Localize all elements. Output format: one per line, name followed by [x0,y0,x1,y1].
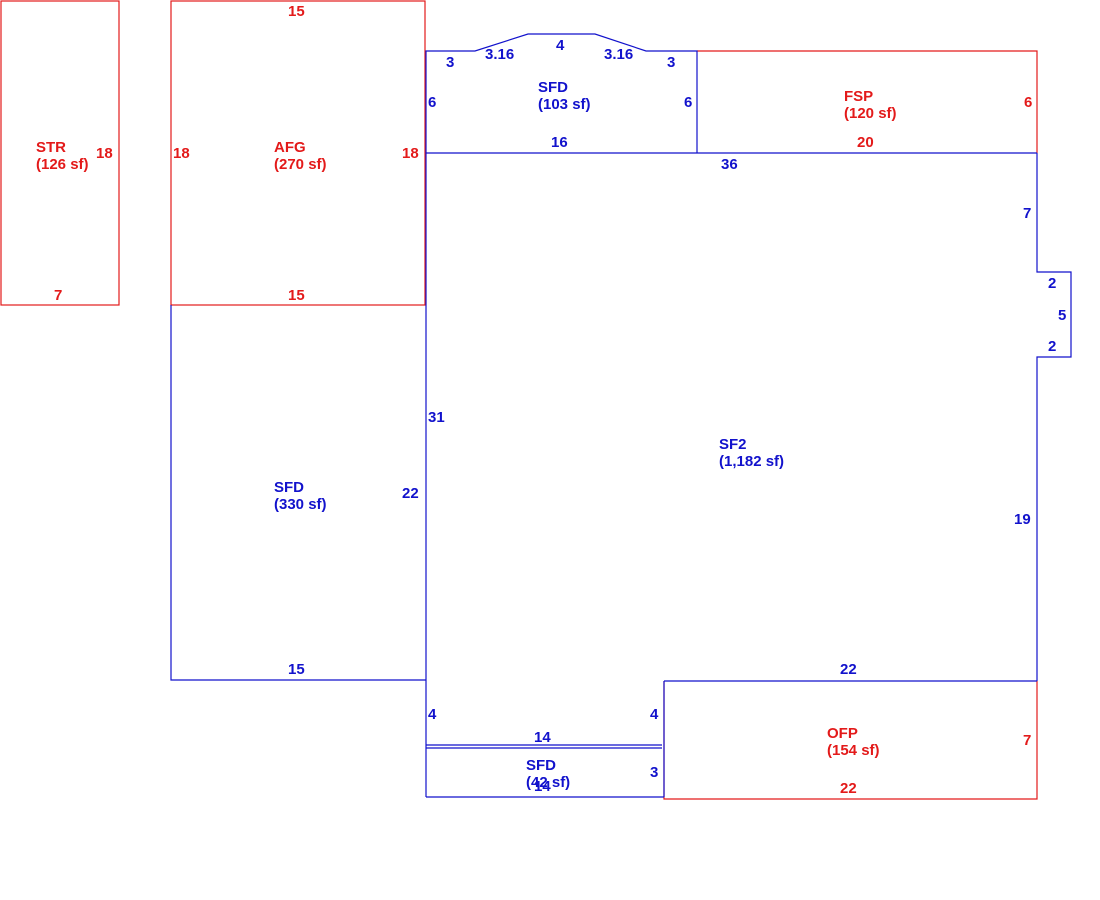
dim-sf2-left-lower: 4 [428,706,437,723]
dim-bump-bottom: 2 [1048,338,1056,355]
sfd-top-code: SFD [538,79,568,96]
dim-sf2-left: 31 [428,409,445,426]
fsp-outline [697,50,1038,153]
sfd-top-area: (103 sf) [538,96,591,113]
dim-sf2-right-upper: 7 [1023,205,1031,222]
dim-bump-top: 2 [1048,275,1056,292]
dim-sfd-top-right-side: 6 [684,94,692,111]
sf2-right-wall [1036,153,1072,681]
dim-sfd-top-right-slope: 3.16 [604,46,633,63]
dim-sf2-step: 4 [650,706,659,723]
dim-sfd-top-left-short: 3 [446,54,454,71]
dim-sfd-left-right: 22 [402,485,419,502]
fsp-code: FSP [844,88,873,105]
dim-str-right: 18 [96,145,113,162]
str-area: (126 sf) [36,156,89,173]
dim-sfd-top-left-side: 6 [428,94,436,111]
dim-sfd-bottom-right: 3 [650,764,658,781]
sf2-code: SF2 [719,436,747,453]
dim-sf2-right-lower: 19 [1014,511,1031,528]
sf2-area: (1,182 sf) [719,453,784,470]
afg-outline [170,0,426,306]
dim-str-bottom: 7 [54,287,62,304]
sfd-left-outline [170,305,426,681]
dim-afg-right: 18 [402,145,419,162]
sfd-bottom-code: SFD [526,757,556,774]
dim-sf2-top: 36 [721,156,738,173]
dim-fsp-bottom: 20 [857,134,874,151]
dim-afg-bottom: 15 [288,287,305,304]
dim-ofp-bottom: 22 [840,780,857,797]
sfd-left-area: (330 sf) [274,496,327,513]
fsp-area: (120 sf) [844,105,897,122]
str-code: STR [36,139,66,156]
dim-sf2-bottom-right: 22 [840,661,857,678]
dim-sfd-bottom-bottom: 14 [534,778,551,795]
dim-afg-top: 15 [288,3,305,20]
dim-sfd-top-left-slope: 3.16 [485,46,514,63]
sfd-bottom-area: (42 sf) [526,774,570,791]
dim-sfd-left-bottom: 15 [288,661,305,678]
dim-sf2-bottom-left: 14 [534,729,551,746]
dim-afg-left: 18 [173,145,190,162]
dim-sfd-top-top: 4 [556,37,565,54]
sfd-top-outline [425,33,698,305]
ofp-code: OFP [827,725,858,742]
str-outline [0,0,120,306]
ofp-area: (154 sf) [827,742,880,759]
dim-sfd-top-right-short: 3 [667,54,675,71]
dim-bump-side: 5 [1058,307,1066,324]
dim-ofp-right: 7 [1023,732,1031,749]
afg-code: AFG [274,139,306,156]
sfd-left-code: SFD [274,479,304,496]
dim-fsp-right: 6 [1024,94,1032,111]
dim-sfd-top-bottom: 16 [551,134,568,151]
afg-area: (270 sf) [274,156,327,173]
